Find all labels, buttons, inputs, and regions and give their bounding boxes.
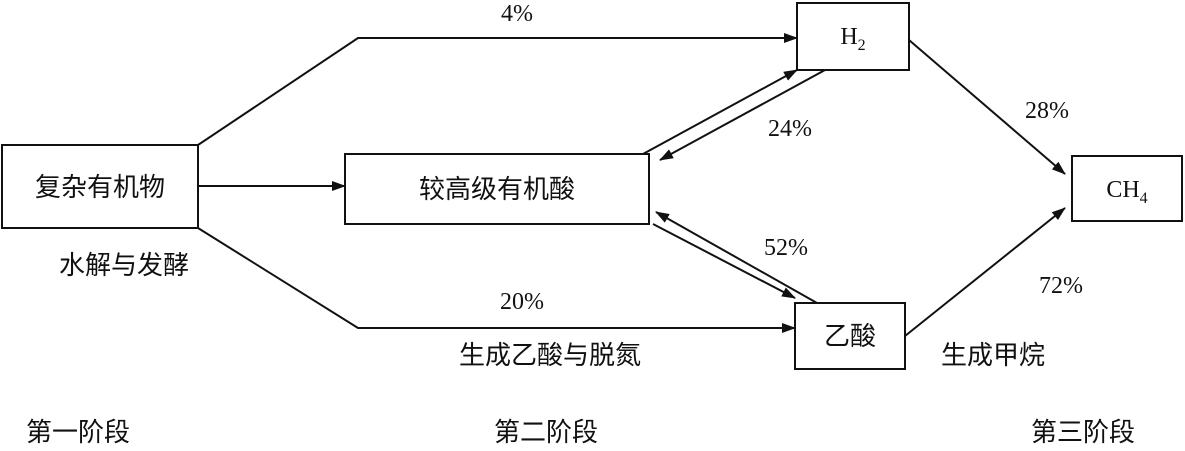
process-acetogenesis: 生成乙酸与脱氮 bbox=[459, 341, 641, 371]
pct-acetic-to-ch4: 72% bbox=[1039, 273, 1083, 299]
ch4-box bbox=[1071, 155, 1183, 222]
pct-organic-to-acetic: 20% bbox=[500, 289, 544, 315]
arrow-h2-to-ch4 bbox=[908, 39, 1066, 175]
pct-acids-acetic: 52% bbox=[764, 235, 808, 261]
ch4-label: CH4 bbox=[1106, 177, 1147, 207]
pct-h2-to-ch4: 28% bbox=[1025, 98, 1069, 124]
arrow-acetic-to-ch4 bbox=[904, 207, 1066, 337]
arrow-acids-to-acetic bbox=[652, 223, 796, 299]
stage-3-label: 第三阶段 bbox=[1031, 418, 1135, 448]
process-hydrolysis: 水解与发酵 bbox=[59, 251, 189, 281]
complex-organic-label: 复杂有机物 bbox=[35, 173, 165, 203]
higher-acids-label: 较高级有机酸 bbox=[419, 175, 575, 205]
arrow-acids-to-h2 bbox=[642, 69, 798, 155]
acetic-acid-label: 乙酸 bbox=[824, 322, 876, 352]
stage-2-label: 第二阶段 bbox=[494, 418, 598, 448]
process-methanogenesis: 生成甲烷 bbox=[941, 341, 1045, 371]
arrow-organic-to-acetic bbox=[197, 227, 796, 333]
stage-1-label: 第一阶段 bbox=[26, 418, 130, 448]
arrow-organic-to-h2 bbox=[197, 33, 798, 146]
arrow-h2-to-acids bbox=[659, 69, 826, 161]
pct-h2-acids: 24% bbox=[768, 116, 812, 142]
pct-organic-to-h2: 4% bbox=[501, 1, 533, 27]
h2-label: H2 bbox=[840, 24, 865, 54]
